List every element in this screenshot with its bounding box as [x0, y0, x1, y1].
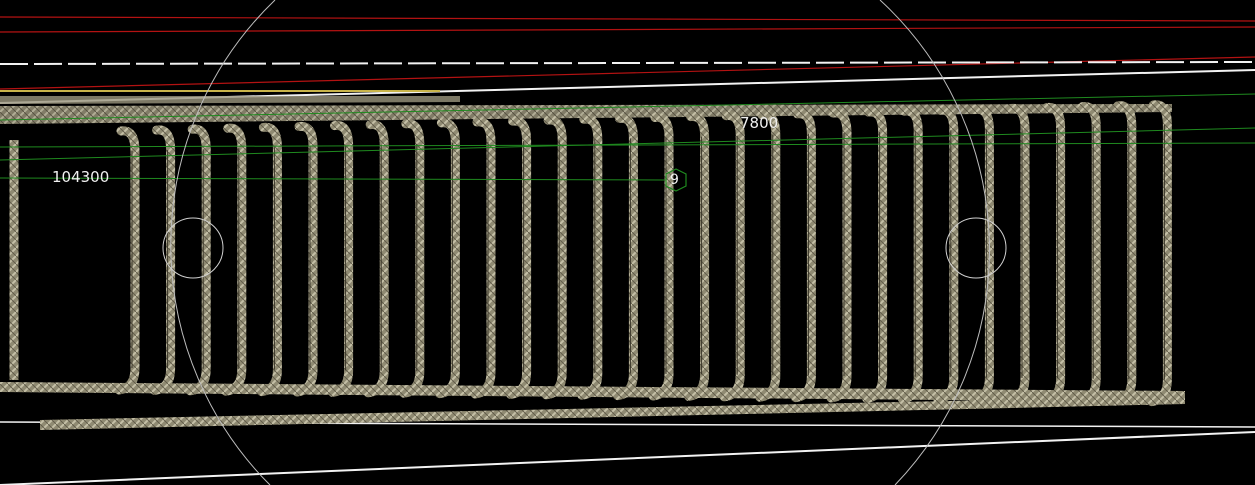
red-axis-line [0, 26, 1255, 33]
green-guide-line [0, 93, 1255, 121]
white-axis-line [0, 61, 1255, 65]
guide-circle-arc [170, 0, 276, 485]
stirrup [434, 118, 460, 399]
snap-circle-icon[interactable] [162, 217, 224, 279]
stirrup [363, 120, 389, 398]
marker-number-label: 9 [670, 172, 679, 188]
stirrup [150, 125, 176, 395]
bottom-longitudinal-bar [40, 396, 1185, 430]
stirrup [541, 115, 567, 400]
stirrup [185, 124, 211, 396]
stirrup [577, 114, 603, 400]
stirrup [1040, 102, 1066, 405]
stirrup [826, 108, 852, 403]
stirrup [221, 123, 247, 396]
stirrup [506, 116, 532, 399]
stirrup [719, 111, 745, 402]
green-guide-line [0, 127, 1255, 161]
stirrup [1111, 101, 1137, 406]
stirrup [470, 117, 496, 399]
hexagon-marker-icon[interactable] [665, 168, 687, 192]
top-longitudinal-bar [0, 104, 1172, 124]
stirrup [755, 110, 781, 402]
green-guide-line [0, 142, 1255, 148]
stirrup [256, 122, 282, 397]
dimension-label-station: 104300 [52, 168, 110, 186]
top-longitudinal-bars [0, 96, 1172, 124]
stirrup [862, 107, 888, 403]
stirrup [1004, 103, 1030, 405]
green-guide-lines [0, 93, 1255, 181]
stirrup [933, 105, 959, 404]
green-guide-line [0, 177, 666, 181]
dimension-label-length: 7800 [740, 114, 779, 132]
stirrup [612, 113, 638, 401]
stirrup [292, 121, 318, 397]
red-axis-line [0, 16, 1255, 22]
stirrup [790, 109, 816, 403]
stirrup [114, 126, 140, 395]
guide-circle-arc [879, 0, 990, 485]
stirrup [648, 112, 674, 401]
white-bottom-line [0, 431, 1255, 485]
snap-circle-icon[interactable] [945, 217, 1007, 279]
stirrups [9, 100, 1172, 407]
stirrup [1075, 102, 1101, 406]
stirrup [1146, 100, 1172, 407]
stirrup [399, 119, 425, 398]
stirrup [328, 120, 354, 397]
top-longitudinal-bar [0, 96, 460, 104]
stirrup [684, 111, 710, 401]
stirrup [897, 106, 923, 404]
